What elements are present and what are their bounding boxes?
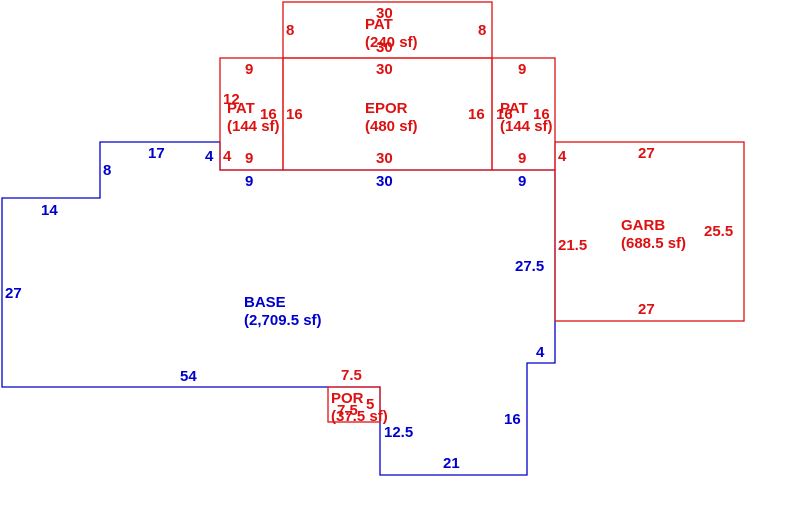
base-dim-step-8: 8 [103,162,111,179]
pat-right-dim-bottom: 9 [518,150,526,167]
por-dim-overlap: 7.5 [337,402,358,419]
base-dim-left-27: 27 [5,285,22,302]
pat-left-outline [219,57,284,171]
pat-right-area: (144 sf) [500,118,553,135]
garb-dim-bottom: 27 [638,301,655,318]
base-dim-bottom-54: 54 [180,368,197,385]
base-dim-top-left: 17 [148,145,165,162]
por-outline [327,386,381,423]
base-dim-top-9-left: 9 [245,173,253,190]
pat-top-area: (240 sf) [365,34,418,51]
base-area: (2,709.5 sf) [244,312,322,329]
pat-left-area: (144 sf) [227,118,280,135]
garb-dim-right: 25.5 [704,223,733,240]
pat-right-outline [491,57,556,171]
base-dim-step-14: 14 [41,202,58,219]
garb-label: GARB [621,217,665,234]
base-dim-step-4-top: 4 [205,148,214,165]
pat-right-dim-right: 16 [533,106,550,123]
pat-right-label: PAT [500,100,528,117]
pat-left-dim-top: 9 [245,61,253,78]
garb-area: (688.5 sf) [621,235,686,252]
base-dim-bottom-21: 21 [443,455,460,472]
epor-dim-top: 30 [376,61,393,78]
epor-dim-left: 16 [286,106,303,123]
garb-dim-top: 27 [638,145,655,162]
pat-top-dim-bottom: 30 [376,39,393,56]
epor-dim-right: 16 [468,106,485,123]
epor-label: EPOR [365,100,408,117]
por-area: (37.5 sf) [331,408,388,425]
base-dim-top-9-right: 9 [518,173,526,190]
epor-dim-bottom: 30 [376,150,393,167]
pat-top-dim-left: 8 [286,22,294,39]
pat-top-dim-right: 8 [478,22,486,39]
pat-left-label: PAT [227,100,255,117]
pat-top-dim-top: 30 [376,5,393,22]
base-label: BASE [244,294,286,311]
base-dim-top-30: 30 [376,173,393,190]
base-dim-notch-12-5: 12.5 [384,424,413,441]
base-dim-right-16: 16 [504,411,521,428]
pat-top-label: PAT [365,16,393,33]
pat-left-dim-bottom: 9 [245,150,253,167]
garb-dim-left: 21.5 [558,237,587,254]
garb-dim-left-step: 4 [558,148,567,165]
base-dim-right-27-5: 27.5 [515,258,544,275]
pat-left-dim-right: 16 [260,106,277,123]
base-dim-step-4-bottom: 4 [536,344,545,361]
pat-left-dim-left-step: 4 [223,148,232,165]
por-dim-side: 5 [366,396,374,413]
pat-right-dim-left: 16 [496,106,513,123]
pat-right-dim-top: 9 [518,61,526,78]
garb-outline [554,141,745,322]
por-label: POR [331,390,364,407]
epor-area: (480 sf) [365,118,418,135]
pat-left-dim-left: 12 [223,91,240,108]
por-dim-top: 7.5 [341,367,362,384]
